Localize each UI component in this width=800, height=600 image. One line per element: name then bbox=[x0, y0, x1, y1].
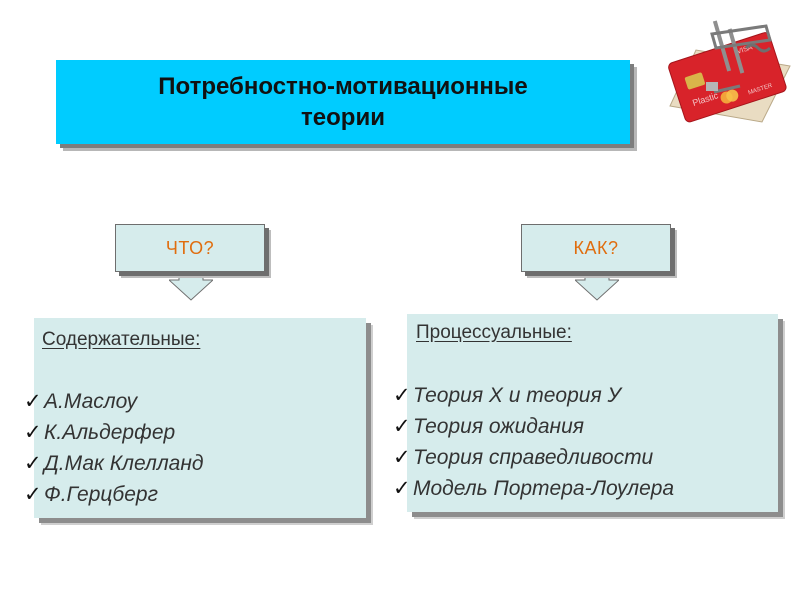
process-theories-list: ✓Теория Х и теория У ✓Теория ожидания ✓Т… bbox=[393, 380, 674, 504]
check-icon: ✓ bbox=[24, 390, 42, 413]
list-item-label: Теория Х и теория У bbox=[413, 384, 621, 407]
list-item-label: Теория ожидания bbox=[413, 415, 584, 438]
mousetrap-credit-card-icon: Plastic VISA MASTER bbox=[662, 14, 794, 126]
callout-how: КАК? bbox=[521, 224, 671, 302]
check-icon: ✓ bbox=[393, 446, 411, 469]
content-theories-list: ✓А.Маслоу ✓К.Альдерфер ✓Д.Мак Клелланд ✓… bbox=[24, 386, 204, 510]
question-what: ЧТО? bbox=[165, 237, 215, 258]
check-icon: ✓ bbox=[393, 415, 411, 438]
list-item-label: К.Альдерфер bbox=[44, 421, 176, 444]
check-icon: ✓ bbox=[393, 477, 411, 500]
list-item: ✓Теория справедливости bbox=[393, 442, 674, 473]
arrow-down-icon bbox=[169, 268, 213, 301]
callout-how-box: КАК? bbox=[521, 224, 671, 272]
list-item: ✓Модель Портера-Лоулера bbox=[393, 473, 674, 504]
callout-what-box: ЧТО? bbox=[115, 224, 265, 272]
list-item: ✓Теория Х и теория У bbox=[393, 380, 674, 411]
process-theories-panel: Процессуальные: bbox=[407, 314, 778, 512]
list-item-label: Теория справедливости bbox=[413, 446, 654, 469]
card-text-visa: VISA bbox=[736, 44, 754, 56]
content-theories-heading: Содержательные: bbox=[42, 329, 201, 350]
process-theories-heading: Процессуальные: bbox=[416, 322, 572, 343]
list-item: ✓Ф.Герцберг bbox=[24, 479, 204, 510]
list-item: ✓К.Альдерфер bbox=[24, 417, 204, 448]
list-item-label: Д.Мак Клелланд bbox=[44, 452, 204, 475]
callout-what: ЧТО? bbox=[115, 224, 265, 302]
question-how: КАК? bbox=[573, 237, 619, 258]
check-icon: ✓ bbox=[393, 384, 411, 407]
title-banner: Потребностно-мотивационные теории bbox=[56, 60, 630, 144]
check-icon: ✓ bbox=[24, 452, 42, 475]
list-item-label: А.Маслоу bbox=[44, 390, 138, 413]
check-icon: ✓ bbox=[24, 421, 42, 444]
list-item: ✓А.Маслоу bbox=[24, 386, 204, 417]
arrow-down-icon bbox=[575, 268, 619, 301]
check-icon: ✓ bbox=[24, 483, 42, 506]
content-theories-panel: Содержательные: bbox=[34, 318, 366, 518]
list-item: ✓Теория ожидания bbox=[393, 411, 674, 442]
list-item: ✓Д.Мак Клелланд bbox=[24, 448, 204, 479]
list-item-label: Модель Портера-Лоулера bbox=[413, 477, 675, 500]
page-title: Потребностно-мотивационные теории bbox=[158, 73, 528, 131]
list-item-label: Ф.Герцберг bbox=[44, 483, 158, 506]
